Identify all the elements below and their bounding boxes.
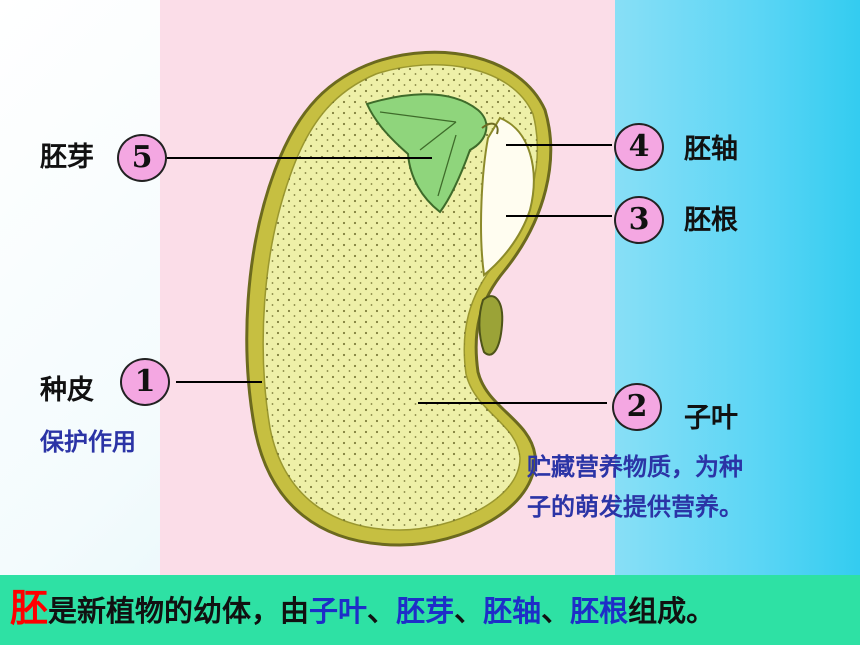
bean-seed-diagram	[167, 50, 612, 547]
number-circle-2: 2	[612, 383, 662, 431]
label-plumule: 胚芽	[40, 142, 94, 173]
number-circle-5: 5	[117, 134, 167, 182]
number-circle-1: 1	[120, 358, 170, 406]
seed-coat-function: 保护作用	[40, 428, 136, 456]
cotyledon-function-line1: 贮藏营养物质，为种	[527, 453, 743, 481]
plumule	[365, 93, 488, 214]
cyan-panel	[615, 0, 860, 575]
summary-sep-2: 、	[454, 594, 484, 628]
summary-plumule: 胚芽	[396, 594, 455, 628]
summary-cotyledon: 子叶	[309, 594, 368, 628]
label-hypocotyl: 胚轴	[684, 134, 738, 165]
label-radicle: 胚根	[684, 205, 738, 236]
summary-sep-1: 、	[367, 594, 397, 628]
label-seed-coat: 种皮	[40, 375, 94, 406]
summary-embryo: 胚	[10, 586, 49, 630]
summary-sep-3: 、	[541, 594, 571, 628]
summary-sentence: 胚是新植物的幼体，由子叶、胚芽、胚轴、胚根组成。	[10, 583, 715, 636]
summary-text-2: 组成。	[628, 594, 716, 628]
summary-text-1: 是新植物的幼体，由	[48, 594, 310, 628]
number-circle-4: 4	[614, 123, 664, 171]
cotyledon-function-line2: 子的萌发提供营养。	[527, 493, 743, 521]
summary-radicle: 胚根	[570, 594, 629, 628]
summary-hypocotyl: 胚轴	[483, 594, 542, 628]
bottom-summary-bar: 胚是新植物的幼体，由子叶、胚芽、胚轴、胚根组成。	[0, 575, 860, 645]
number-circle-3: 3	[614, 196, 664, 244]
label-cotyledon: 子叶	[684, 403, 738, 434]
radicle	[480, 116, 535, 277]
hilum	[478, 295, 504, 356]
